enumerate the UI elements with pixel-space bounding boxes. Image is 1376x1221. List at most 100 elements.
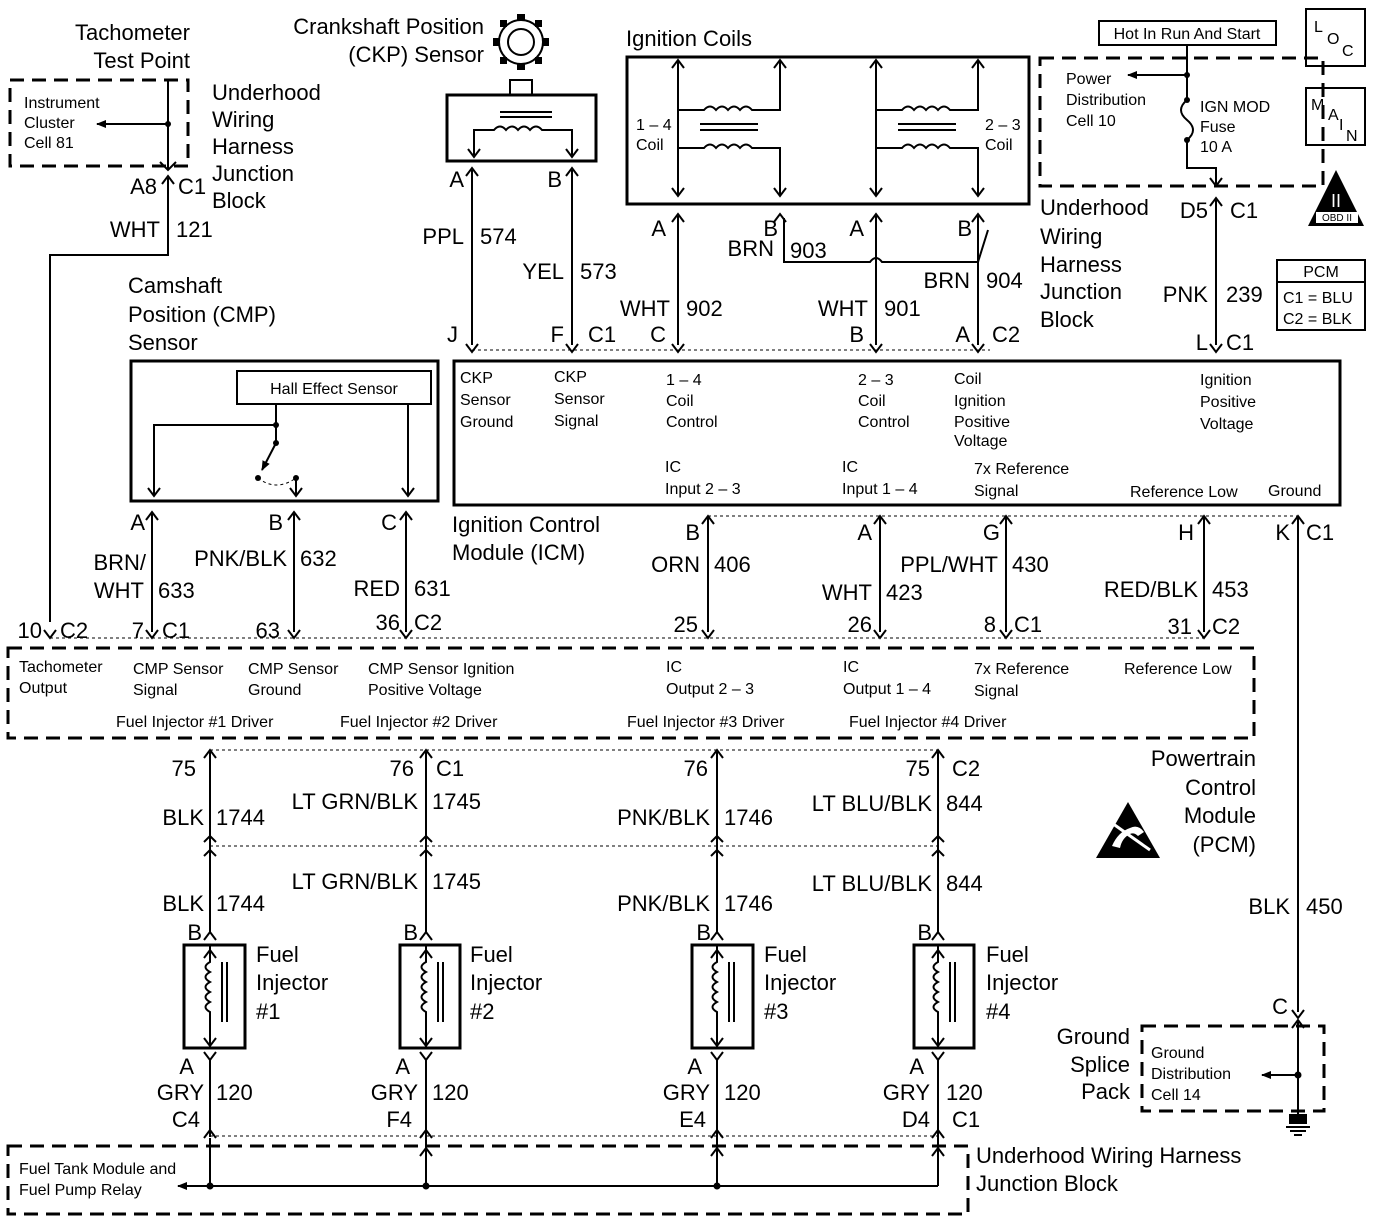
inj3-title-1: Fuel [764, 942, 807, 967]
uhjb-right-1: Underhood [1040, 195, 1149, 220]
pcm-legend-c2: C2 = BLK [1283, 311, 1352, 328]
pcm-conn-c2-a: C2 [60, 618, 88, 643]
relay-feed-arrows [419, 1146, 945, 1157]
wire-423-color: WHT [822, 580, 872, 605]
cmp-title-1: Camshaft [128, 273, 222, 298]
wire-1745-num-a: 1745 [432, 789, 481, 814]
icm-pin-b-bottom: B [685, 520, 700, 545]
cmp-sensor: Camshaft Position (CMP) Sensor Hall Effe… [93, 273, 451, 632]
ground-splice-pack: Ground Splice Pack C Ground Distribution… [1057, 994, 1326, 1136]
ckp-arrow-b [565, 148, 579, 159]
pcm-label-cmp-gnd-2: Ground [248, 682, 301, 699]
icm-label-coilpwr-4: Voltage [954, 433, 1007, 450]
wire-239-num: 239 [1226, 282, 1263, 307]
inj2-coil-icon [420, 945, 429, 1048]
icm-label-ignpwr-2: Positive [1200, 394, 1256, 411]
wire-121-num: 121 [176, 217, 213, 242]
pcm-conn-c2-d: C2 [952, 756, 980, 781]
inj3-top-fork [710, 930, 724, 941]
hall-effect-box [236, 370, 432, 405]
loc-badge-c: C [1342, 43, 1354, 60]
inj3-wire-num: 120 [724, 1080, 761, 1105]
pcm-label-inj3-driver: Fuel Injector #3 Driver [627, 714, 785, 731]
uhjb-top-4: Junction [212, 161, 294, 186]
icm-label-coil14-1: 1 – 4 [666, 372, 702, 389]
pcm-conn-c1-b: C1 [1014, 612, 1042, 637]
pcm-label-tach-2: Output [19, 680, 68, 697]
inj2-box [398, 943, 462, 1050]
ckp-arrow-a [467, 148, 481, 159]
pcm-conn-c2-c: C2 [1212, 614, 1240, 639]
wire-450-num: 450 [1306, 894, 1343, 919]
wire-430-num: 430 [1012, 552, 1049, 577]
power-distribution: Hot In Run And Start Power Distribution … [1038, 20, 1325, 355]
tach-connector-fork [161, 174, 175, 185]
uhjb-right-2: Wiring [1040, 224, 1102, 249]
loc-badge-l: L [1314, 19, 1323, 36]
inj4-coil-icon [932, 945, 941, 1048]
icm-pin-f: F [551, 322, 564, 347]
wire-406-num: 406 [714, 552, 751, 577]
inj2-title-3: #2 [470, 999, 494, 1024]
icm-label-coilpwr-2: Ignition [954, 393, 1006, 410]
uhjb-top-label: Underhood Wiring Harness Junction Block [212, 80, 321, 213]
icm-pin-g: G [983, 520, 1000, 545]
inj4-title-1: Fuel [986, 942, 1029, 967]
inj2-conn: F4 [386, 1107, 412, 1132]
icm-label-ckp-gnd-2: Sensor [460, 392, 511, 409]
inj2-title-2: Injector [470, 970, 542, 995]
inj4-title-2: Injector [986, 970, 1058, 995]
cmp-pin-c: C [381, 510, 397, 535]
wire-1746-color-a: PNK/BLK [617, 805, 710, 830]
icm-label-ckp-gnd-1: CKP [460, 370, 493, 387]
wire-901-color: WHT [818, 296, 868, 321]
uhjb-top-2: Wiring [212, 107, 274, 132]
wire-632-num: 632 [300, 546, 337, 571]
icm-label-coil23-2: Coil [858, 393, 886, 410]
fuel-injector-4: B Fuel Injector #4 A GRY 120 D4 C1 [883, 920, 1058, 1180]
pcm-pin-76-b: 76 [684, 756, 708, 781]
wire-844-color-a: LT BLU/BLK [812, 791, 933, 816]
inj3-box [690, 943, 755, 1050]
ckp-sensor: Crankshaft Position (CKP) Sensor A B PPL… [293, 14, 617, 354]
icm-box [452, 359, 1342, 507]
wire-844-num-b: 844 [946, 871, 983, 896]
inj2-pin-b: B [403, 920, 418, 945]
tach-splice-dot [165, 121, 171, 127]
tach-conn-id: C1 [178, 174, 206, 199]
fuse-out-arrow [1209, 177, 1223, 188]
fuse-label-3: 10 A [1200, 139, 1232, 156]
inj3-wire-color: GRY [663, 1080, 711, 1105]
obd-ii-icon: II OBD II [1308, 170, 1364, 226]
inj1-title-1: Fuel [256, 942, 299, 967]
pcm-legend: PCM C1 = BLU C2 = BLK [1276, 259, 1366, 331]
icm-label-7xref-1: 7x Reference [974, 461, 1069, 478]
icm-bottom-labels: IC Input 2 – 3 IC Input 1 – 4 7x Referen… [665, 459, 1321, 501]
pdc-box [1038, 56, 1325, 188]
inj2-wire-num: 120 [432, 1080, 469, 1105]
loc-badge[interactable]: L O C [1305, 8, 1366, 67]
main-badge-box [1305, 87, 1366, 146]
wire-904-num: 904 [986, 268, 1023, 293]
wire-901-num: 901 [884, 296, 921, 321]
cluster-label-2: Cluster [24, 115, 75, 132]
coils-title: Ignition Coils [626, 26, 752, 51]
relay-label-1: Fuel Tank Module and [19, 1161, 176, 1178]
inj2-title-1: Fuel [470, 942, 513, 967]
wire-121-color: WHT [110, 217, 160, 242]
main-badge[interactable]: M A I N [1305, 87, 1366, 146]
pcm-title-4: (PCM) [1192, 832, 1256, 857]
wire-902-num: 902 [686, 296, 723, 321]
pcm-pin-10: 10 [18, 618, 42, 643]
inj2-bottom-fork [419, 1051, 433, 1062]
icm-conn-c1-bottom: C1 [1306, 520, 1334, 545]
icm-pin-f-arrow [565, 343, 579, 354]
inj4-top-fork [931, 930, 945, 941]
relay-label-2: Fuel Pump Relay [19, 1182, 142, 1199]
coil-2-3-secondary [876, 143, 979, 195]
pcm-label-cmp-sig-2: Signal [133, 682, 177, 699]
wire-239-color: PNK [1163, 282, 1209, 307]
d5-conn: C1 [1230, 198, 1258, 223]
coil-right-2: Coil [985, 137, 1013, 154]
